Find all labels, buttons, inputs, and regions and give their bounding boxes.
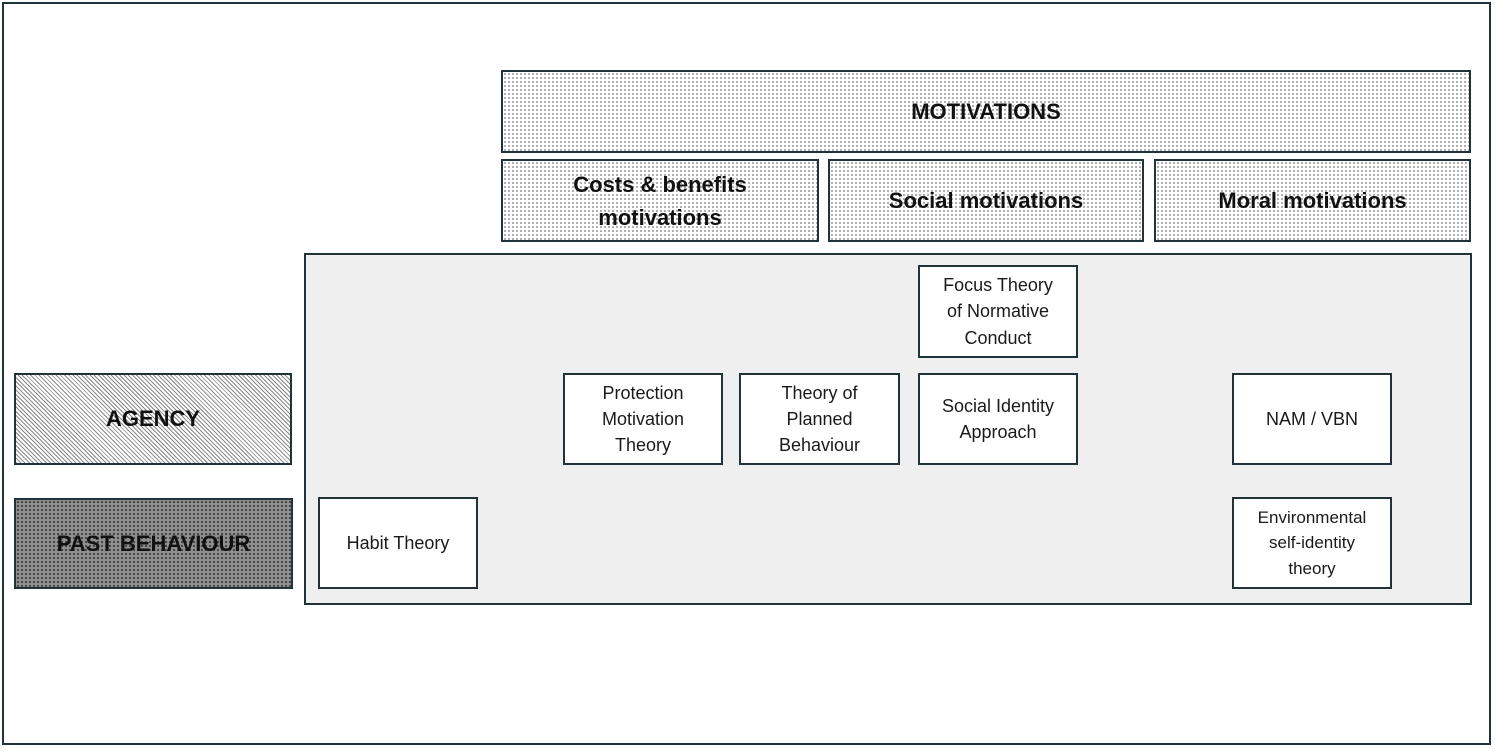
past-behaviour-box: PAST BEHAVIOUR — [14, 498, 293, 589]
nam-vbn-label: NAM / VBN — [1265, 408, 1358, 429]
environmental-identity-box: Environmental self-identity theory — [1232, 497, 1392, 589]
planned-behaviour-line2: Planned — [786, 408, 853, 429]
focus-theory-line2: of Normative — [946, 301, 1050, 322]
planned-behaviour-line3: Behaviour — [778, 435, 861, 456]
motivations-title: MOTIVATIONS — [911, 99, 1061, 124]
environmental-identity-line3: theory — [1288, 558, 1336, 578]
agency-box: AGENCY — [14, 373, 292, 465]
habit-theory-label: Habit Theory — [346, 532, 450, 553]
social-identity-box: Social Identity Approach — [918, 373, 1078, 465]
focus-theory-line1: Focus Theory — [943, 275, 1053, 296]
protection-motivation-line1: Protection — [602, 382, 684, 403]
protection-motivation-line2: Motivation — [601, 408, 685, 429]
social-motivations-box: Social motivations — [828, 159, 1144, 242]
costs-benefits-line2: motivations — [598, 204, 722, 230]
moral-motivations-box: Moral motivations — [1154, 159, 1471, 242]
nam-vbn-box: NAM / VBN — [1232, 373, 1392, 465]
costs-benefits-line1: Costs & benefits — [573, 171, 747, 197]
focus-theory-line3: Conduct — [964, 327, 1032, 348]
agency-label: AGENCY — [105, 406, 201, 431]
planned-behaviour-line1: Theory of — [781, 382, 858, 403]
social-identity-line1: Social Identity — [941, 395, 1055, 416]
habit-theory-box: Habit Theory — [318, 497, 478, 589]
social-motivations-label: Social motivations — [888, 188, 1084, 213]
costs-benefits-box: Costs & benefits motivations — [501, 159, 819, 242]
motivations-header: MOTIVATIONS — [501, 70, 1471, 153]
past-behaviour-label: PAST BEHAVIOUR — [56, 530, 251, 556]
environmental-identity-line2: self-identity — [1269, 533, 1355, 553]
environmental-identity-line1: Environmental — [1257, 507, 1367, 527]
focus-theory-box: Focus Theory of Normative Conduct — [918, 265, 1078, 358]
social-identity-line2: Approach — [959, 422, 1037, 442]
planned-behaviour-box: Theory of Planned Behaviour — [739, 373, 900, 465]
protection-motivation-line3: Theory — [614, 435, 672, 456]
protection-motivation-box: Protection Motivation Theory — [563, 373, 723, 465]
moral-motivations-label: Moral motivations — [1218, 188, 1407, 213]
